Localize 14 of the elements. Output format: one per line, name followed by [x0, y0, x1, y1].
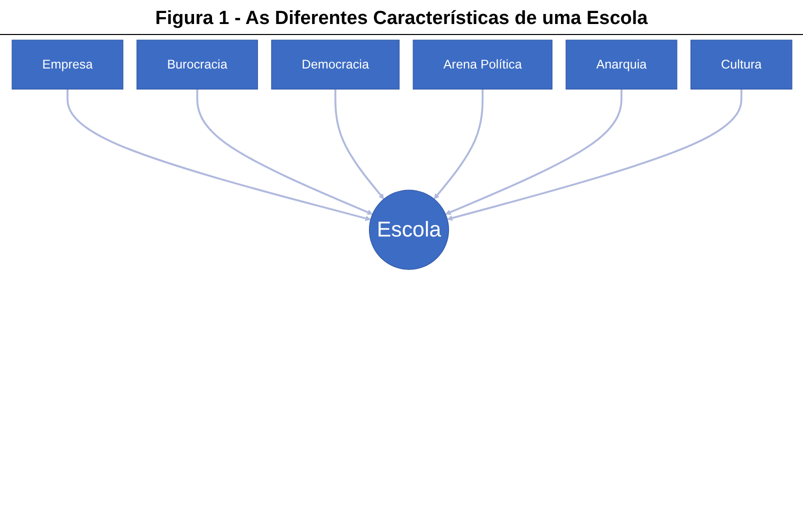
node-box: Burocracia — [136, 40, 258, 90]
arrow — [446, 89, 742, 221]
arrow — [444, 89, 622, 215]
node-box: Democracia — [270, 40, 400, 90]
node-box: Arena Política — [412, 40, 552, 90]
arrow — [334, 89, 384, 200]
node-box: Cultura — [690, 40, 792, 90]
node-box: Empresa — [11, 40, 123, 90]
arrow — [433, 89, 484, 200]
node-circle: Escola — [368, 190, 449, 270]
arrow — [196, 89, 372, 215]
node-box: Anarquia — [565, 40, 677, 90]
arrow — [66, 89, 370, 222]
figure-title: Figura 1 - As Diferentes Características de uma Escola — [154, 8, 649, 30]
